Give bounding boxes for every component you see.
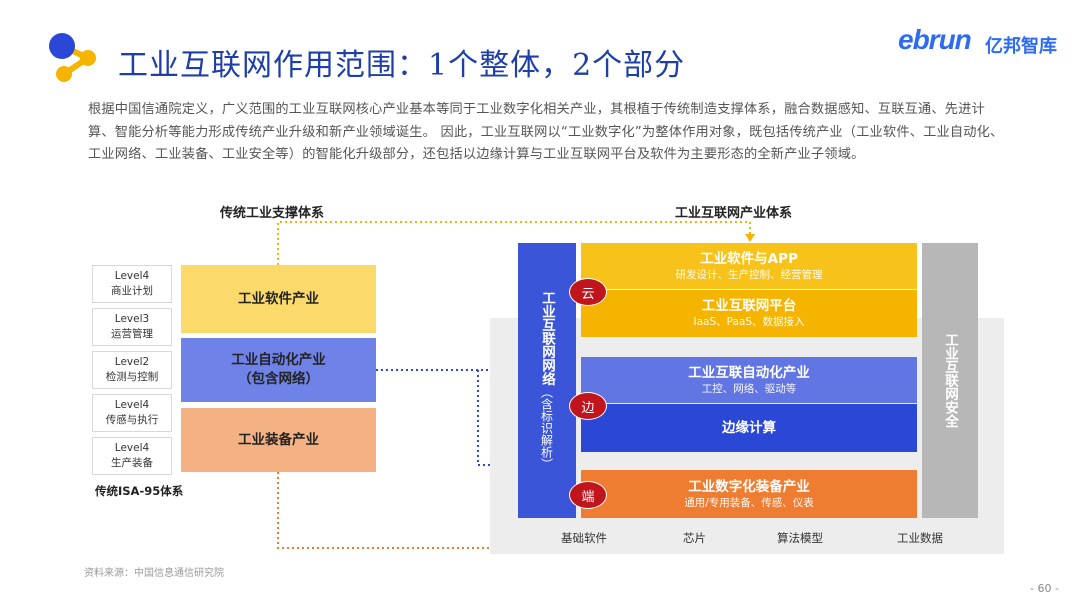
block-label: 工业装备产业	[238, 431, 319, 448]
level-desc: 生产装备	[111, 457, 153, 469]
level-desc: 传感与执行	[105, 414, 159, 426]
bottom-label-algorithm: 算法模型	[777, 531, 823, 545]
level-name: Level4	[114, 399, 150, 411]
logo-cn: 亿邦智库	[985, 36, 1057, 57]
block-title: 工业数字化装备产业	[688, 478, 810, 495]
intro-paragraph: 根据中国信通院定义，广义范围的工业互联网核心产业基本等同于工业数字化相关产业，其…	[88, 102, 1004, 162]
logo-ebrun: ebrun	[898, 24, 972, 55]
bottom-label-basic-software: 基础软件	[561, 531, 607, 545]
level-name: Level4	[114, 442, 150, 454]
block-title: 边缘计算	[722, 420, 776, 436]
network-bar-sub: （含标识解析）	[539, 385, 554, 470]
cloud-badge: 云	[569, 278, 607, 306]
level-desc: 运营管理	[111, 328, 153, 340]
molecule-icon	[49, 33, 96, 82]
platform-block: 工业互联网平台 IaaS、PaaS、数据接入	[581, 290, 917, 337]
software-app-block: 工业软件与APP 研发设计、生产控制、经营管理	[581, 243, 917, 289]
block-title: 工业软件与APP	[700, 250, 798, 267]
block-title: 工业互联自动化产业	[688, 364, 810, 381]
bottom-label-chip: 芯片	[683, 531, 706, 545]
level-item: Level4 生产装备	[92, 437, 172, 475]
level-item: Level4 商业计划	[92, 265, 172, 303]
security-bar: 工业互联网安全	[922, 243, 978, 518]
level-name: Level3	[114, 313, 150, 325]
block-title: 工业互联网平台	[701, 298, 797, 314]
level-item: Level4 传感与执行	[92, 394, 172, 432]
network-bar-main: 工业互联网网络	[539, 291, 555, 386]
network-bar: 工业互联网网络（含标识解析）	[518, 243, 576, 518]
industrial-equipment-block: 工业装备产业	[181, 408, 376, 472]
level-name: Level4	[114, 270, 150, 282]
level-item: Level3 运营管理	[92, 308, 172, 346]
edge-computing-block: 边缘计算	[581, 404, 917, 452]
block-sub: 研发设计、生产控制、经营管理	[675, 268, 823, 281]
block-sub: 通用/专用装备、传感、仪表	[684, 496, 814, 509]
block-sub: IaaS、PaaS、数据接入	[693, 316, 805, 328]
automation-block: 工业互联自动化产业 工控、网络、驱动等	[581, 357, 917, 403]
isa-label: 传统ISA-95体系	[95, 484, 184, 498]
level-item: Level2 检测与控制	[92, 351, 172, 389]
block-label: 工业自动化产业	[231, 352, 326, 368]
level-desc: 商业计划	[111, 285, 153, 297]
left-section-title: 传统工业支撑体系	[220, 206, 325, 221]
digital-equipment-block: 工业数字化装备产业 通用/专用装备、传感、仪表	[581, 470, 917, 518]
edge-badge: 边	[569, 392, 607, 420]
block-sublabel: （包含网络）	[238, 371, 319, 387]
device-badge: 端	[569, 481, 607, 509]
bottom-label-industrial-data: 工业数据	[897, 531, 943, 545]
industrial-automation-block: 工业自动化产业 （包含网络）	[181, 338, 376, 402]
page-number: - 60 -	[1030, 582, 1059, 595]
right-section-title: 工业互联网产业体系	[675, 206, 793, 221]
source-note: 资料来源：中国信息通信研究院	[84, 568, 224, 579]
level-name: Level2	[114, 356, 150, 368]
level-desc: 检测与控制	[105, 371, 159, 383]
block-label: 工业软件产业	[238, 290, 319, 307]
industrial-software-block: 工业软件产业	[181, 265, 376, 333]
page-title: 工业互联网作用范围：1个整体，2个部分	[118, 48, 686, 83]
block-sub: 工控、网络、驱动等	[701, 382, 797, 395]
